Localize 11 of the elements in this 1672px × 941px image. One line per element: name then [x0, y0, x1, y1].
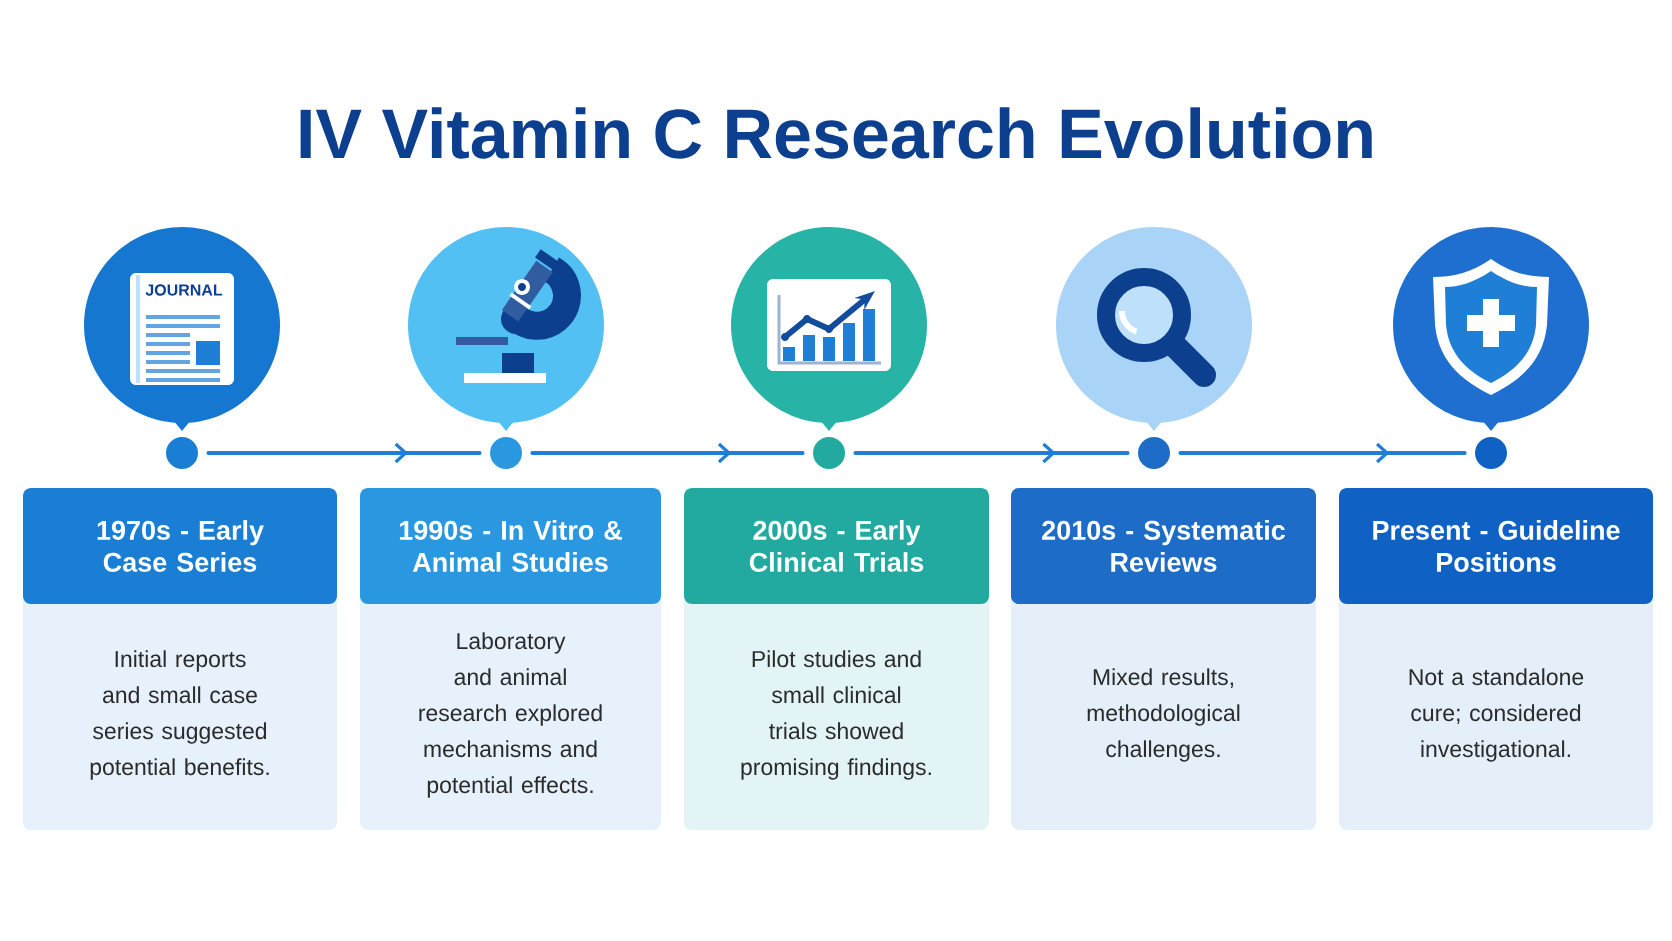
timeline-dot — [813, 437, 845, 469]
title: IV Vitamin C Research Evolution — [300, 107, 1372, 159]
timeline-card: 2010s - Systematic Reviews Mixed results, methodological challenges. — [1011, 488, 1316, 830]
timeline-dot — [1138, 437, 1170, 469]
timeline-card: 1970s - Early Case Series Initial reports and small case series suggested potential benefits. — [23, 488, 337, 830]
timeline-dot — [490, 437, 522, 469]
timeline-card: 2000s - Early Clinical Trials Pilot studies and small clinical trials showed promising findings. — [684, 488, 989, 830]
timeline-dot — [166, 437, 198, 469]
timeline-dot — [1475, 437, 1507, 469]
timeline-card: Present - Guideline Positions Not a standalone cure; considered investigational. — [1339, 488, 1653, 830]
timeline-card: 1990s - In Vitro & Animal Studies Laboratory and animal research explored mechanisms and potential effects. — [360, 488, 661, 830]
